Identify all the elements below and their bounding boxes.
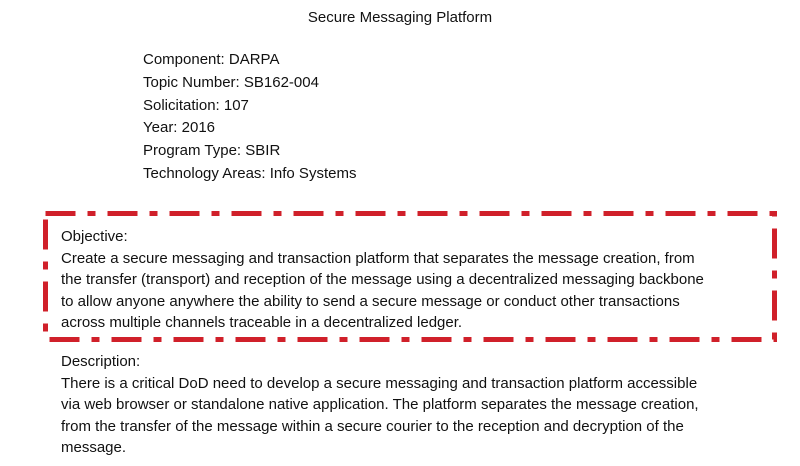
highlight-border-rect [43, 211, 777, 342]
description-line: message. [61, 439, 127, 456]
description-section: Description: There is a critical DoD nee… [61, 351, 781, 459]
metadata-technology-areas: Technology Areas: Info Systems [143, 164, 357, 182]
metadata-program-type: Program Type: SBIR [143, 142, 281, 160]
objective-line: to allow anyone anywhere the ability to … [61, 292, 680, 310]
metadata-year: Year: 2016 [143, 119, 216, 137]
metadata-topic-number: Topic Number: SB162-004 [143, 73, 319, 91]
metadata-list: Component: DARPA Topic Number: SB162-004… [143, 49, 356, 186]
description-line: There is a critical DoD need to develop … [61, 374, 698, 392]
objective-section: Objective: Create a secure messaging and… [61, 226, 781, 334]
objective-line: across multiple channels traceable in a … [61, 314, 463, 331]
dash-dot-border [43, 211, 777, 342]
description-heading: Description: [61, 353, 141, 370]
objective-line: Create a secure messaging and transactio… [61, 249, 695, 267]
metadata-component: Component: DARPA [143, 51, 280, 68]
objective-line: the transfer (transport) and reception o… [61, 271, 704, 288]
objective-heading: Objective: [61, 228, 128, 245]
metadata-solicitation: Solicitation: 107 [143, 96, 249, 114]
document-title: Secure Messaging Platform [307, 9, 493, 26]
objective-highlight-box [43, 211, 777, 342]
description-line: from the transfer of the message within … [61, 417, 684, 435]
description-line: via web browser or standalone native app… [61, 396, 699, 413]
